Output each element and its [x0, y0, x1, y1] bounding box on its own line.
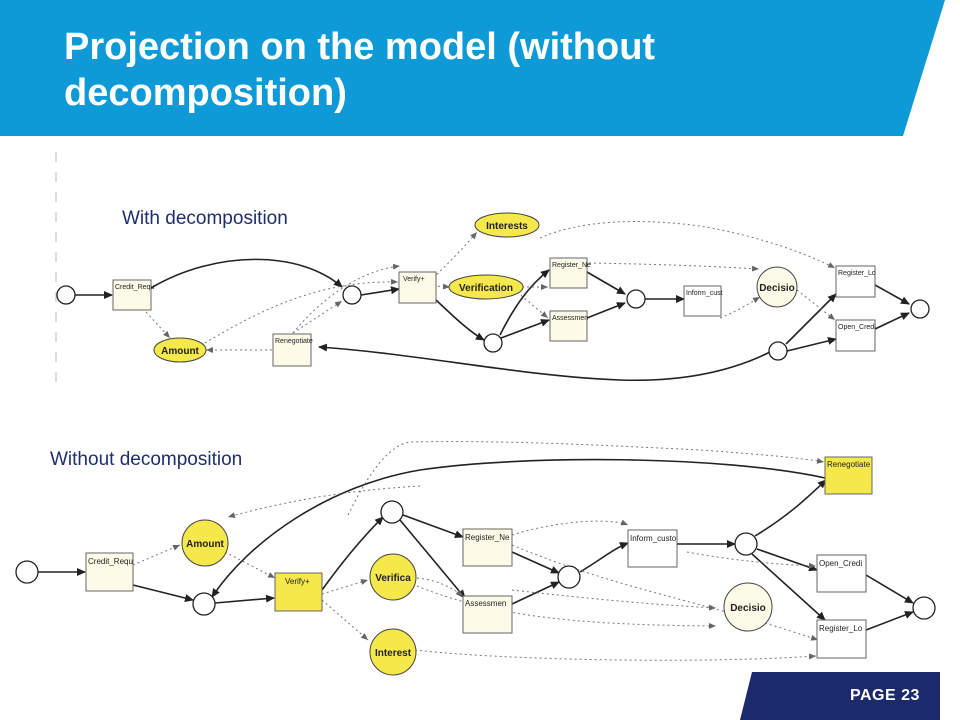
top-place-3	[626, 289, 646, 309]
top-decision-node: Decisio	[756, 266, 798, 308]
top-register-new-label: Register_Ne	[552, 262, 591, 269]
top-credit-request-node: Credit_Requ	[112, 279, 154, 311]
bottom-register-loan-label: Register_Lo	[819, 624, 863, 633]
bottom-verification-node: Verifica	[369, 553, 417, 601]
top-amount-node: Amount	[153, 337, 207, 363]
top-decision-label: Decisio	[759, 283, 795, 294]
bottom-highlighted: Amount Verifica Interest Decisio	[181, 519, 773, 676]
bottom-places	[15, 500, 936, 620]
diagram-with-decomposition: Credit_Requ Renegotiate Verify+ Register…	[56, 212, 930, 382]
top-verify-node: Verify+	[398, 271, 437, 304]
top-renegotiate-label: Renegotiate	[275, 338, 313, 345]
top-assessment-node: Assessmen	[549, 310, 588, 342]
bottom-start-place	[15, 560, 39, 584]
top-register-loan-label: Register_Lo	[838, 270, 876, 277]
bottom-assessment-label: Assessmen	[465, 599, 506, 608]
top-register-new-node: Register_Ne	[549, 257, 591, 289]
bottom-dotted-arcs	[132, 441, 825, 661]
bottom-decision-label: Decisio	[730, 603, 766, 614]
top-inform-customer-node: Inform_cust	[683, 285, 723, 317]
bottom-interests-label: Interest	[375, 648, 412, 659]
top-places	[56, 285, 930, 361]
bottom-place-3	[557, 565, 581, 589]
bottom-place-4	[734, 532, 758, 556]
bottom-place-1	[192, 592, 216, 616]
top-end-place	[910, 299, 930, 319]
top-verification-label: Verification	[459, 283, 513, 294]
bottom-verify-node: Verify+	[274, 572, 323, 612]
bottom-credit-request-node: Credit_Requ	[85, 552, 134, 592]
bottom-amount-label: Amount	[186, 539, 224, 550]
bottom-inform-customer-node: Inform_custo	[627, 529, 678, 568]
bottom-end-place	[912, 596, 936, 620]
footer-bar	[740, 672, 940, 720]
diagram-without-decomposition: Credit_Requ Verify+ Register_Ne Assessme…	[15, 441, 936, 676]
bottom-transitions: Credit_Requ Verify+ Register_Ne Assessme…	[85, 456, 873, 659]
top-place-1	[342, 285, 362, 305]
top-interests-node: Interests	[474, 212, 540, 238]
top-start-place	[56, 285, 76, 305]
caption-with-decomposition: With decomposition	[122, 208, 288, 229]
bottom-register-new-node: Register_Ne	[462, 528, 513, 567]
bottom-open-credit-label: Open_Credi	[819, 559, 862, 568]
page-number: PAGE 23	[850, 687, 920, 704]
bottom-register-new-label: Register_Ne	[465, 533, 510, 542]
top-assessment-label: Assessmen	[552, 315, 588, 322]
bottom-interests-node: Interest	[369, 628, 417, 676]
bottom-inform-customer-label: Inform_custo	[630, 534, 677, 543]
top-amount-label: Amount	[161, 346, 199, 357]
page-title: Projection on the model (without decompo…	[64, 26, 656, 114]
top-inform-customer-label: Inform_cust	[686, 290, 723, 297]
top-open-credit-node: Open_Credi	[835, 319, 876, 352]
top-credit-request-label: Credit_Requ	[115, 284, 154, 291]
bottom-place-2	[380, 500, 404, 524]
bottom-assessment-node: Assessmen	[462, 595, 513, 634]
top-dotted-arcs	[145, 221, 836, 353]
caption-without-decomposition: Without decomposition	[50, 449, 243, 470]
top-open-credit-label: Open_Credi	[838, 324, 876, 331]
bottom-solid-arcs	[38, 458, 914, 631]
bottom-renegotiate-node: Renegotiate	[824, 456, 873, 495]
bottom-decision-node: Decisio	[723, 582, 773, 632]
top-transitions: Credit_Requ Renegotiate Verify+ Register…	[112, 257, 876, 367]
bottom-credit-request-label: Credit_Requ	[88, 557, 133, 566]
bottom-amount-node: Amount	[181, 519, 229, 567]
top-renegotiate-node: Renegotiate	[272, 333, 313, 367]
bottom-verify-label: Verify+	[285, 577, 310, 586]
bottom-open-credit-node: Open_Credi	[816, 554, 867, 593]
bottom-renegotiate-label: Renegotiate	[827, 460, 871, 469]
top-place-4	[768, 341, 788, 361]
top-register-loan-node: Register_Lo	[835, 265, 876, 298]
top-verify-label: Verify+	[403, 276, 425, 283]
title-bar	[0, 0, 945, 136]
top-solid-arcs	[75, 258, 910, 382]
top-verification-node: Verification	[448, 274, 524, 300]
bottom-verification-label: Verifica	[375, 573, 411, 584]
top-highlighted: Amount Interests Verification Decisio	[153, 212, 798, 363]
bottom-register-loan-node: Register_Lo	[816, 619, 867, 659]
top-interests-label: Interests	[486, 221, 528, 232]
top-place-2	[483, 333, 503, 353]
